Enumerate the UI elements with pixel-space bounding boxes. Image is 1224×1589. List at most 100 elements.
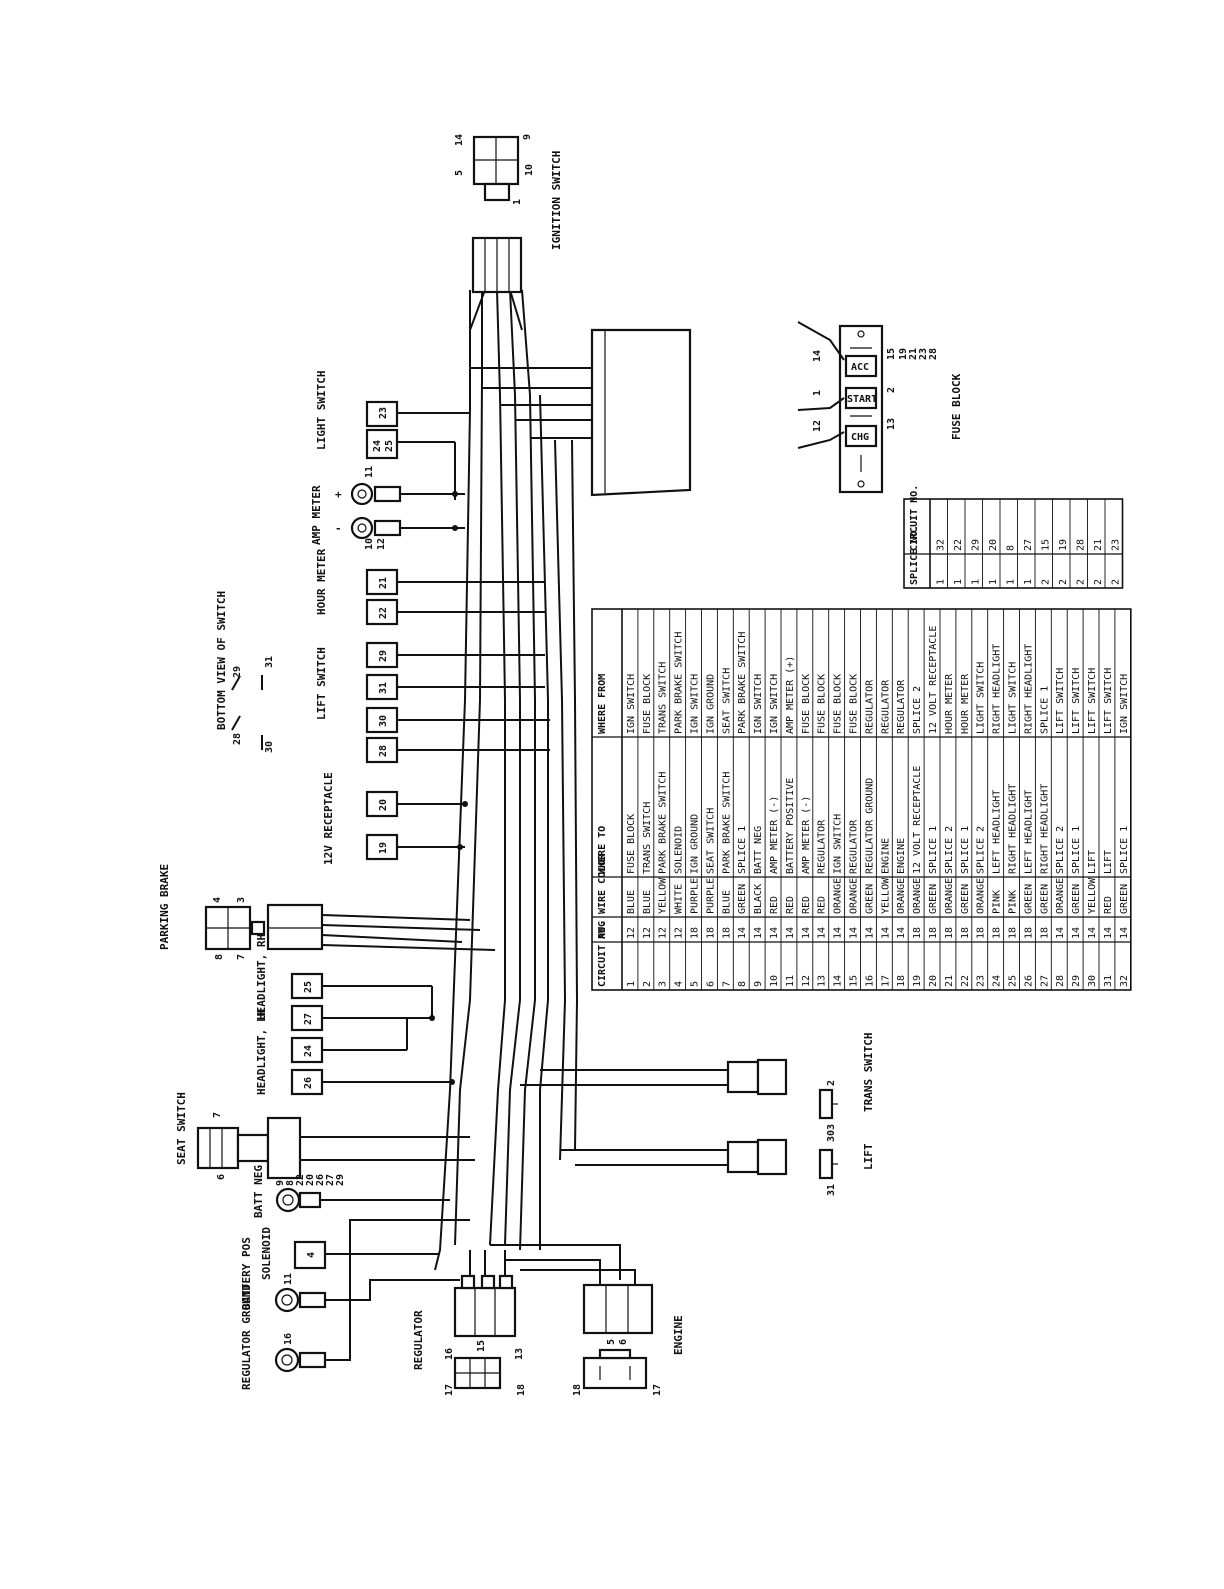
splice-table-cell: 1 xyxy=(971,579,982,585)
bottom-pin-29: 29 xyxy=(232,666,243,678)
receptacle-pin-19: 19 xyxy=(378,842,389,854)
circuit-table-cell: FUSE BLOCK xyxy=(801,674,812,734)
parking-brake: 8 4 3 7 PARKING BRAKE xyxy=(158,864,324,960)
circuit-table-cell: LIFT SWITCH xyxy=(1055,668,1066,734)
circuit-table-cell: 14 xyxy=(896,927,907,939)
batt-neg-pin-8: 8 xyxy=(285,1180,296,1186)
circuit-table-cell: 11 xyxy=(785,975,796,987)
circuit-table-cell: SPLICE 1 xyxy=(1119,826,1130,874)
light-pin-24: 24 xyxy=(372,440,383,452)
batt-neg-pin-29: 29 xyxy=(335,1174,346,1186)
lift-conn-pin-31: 31 xyxy=(826,1184,837,1196)
regulator-pin-17: 17 xyxy=(444,1384,455,1396)
circuit-table-cell: REGULATOR xyxy=(864,679,875,734)
amp-pin-12: 12 xyxy=(376,538,387,550)
fuse-pin-1: 1 xyxy=(812,390,823,396)
receptacle-12v: 20 19 12V RECEPTACLE xyxy=(322,772,399,865)
circuit-table-cell: YELLOW xyxy=(658,877,669,914)
circuit-table-cell: 14 xyxy=(1071,927,1082,939)
circuit-table-cell: RED xyxy=(769,896,780,914)
fuse-pin-13: 13 xyxy=(886,418,897,430)
circuit-table-cell: GREEN xyxy=(1039,884,1050,914)
receptacle-label: 12V RECEPTACLE xyxy=(322,772,335,865)
receptacle-pin-20: 20 xyxy=(378,799,389,811)
engine-label: ENGINE xyxy=(672,1315,685,1355)
splice-table-cell: 28 xyxy=(1076,539,1087,551)
circuit-table-cell: 22 xyxy=(960,975,971,987)
regulator-ground-label: REGULATOR GROUND xyxy=(240,1284,253,1390)
circuit-table-cell: LEFT HEADLIGHT xyxy=(992,790,1003,874)
circuit-table-cell: REGULATOR xyxy=(849,819,860,874)
circuit-table-cell: REGULATOR GROUND xyxy=(864,778,875,874)
fuse-acc-pin-23: 23 xyxy=(918,348,929,360)
amp-minus-sign: - xyxy=(335,522,342,535)
circuit-table-cell: ORANGE xyxy=(976,878,987,914)
circuit-table-cell: RIGHT HEADLIGHT xyxy=(1023,644,1034,734)
circuit-table-cell: 18 xyxy=(1008,927,1019,939)
ign-pin-9: 9 xyxy=(522,134,533,140)
parking-pin-8: 8 xyxy=(214,954,225,960)
circuit-table-cell: ORANGE xyxy=(833,878,844,914)
circuit-table-cell: LIFT SWITCH xyxy=(1071,668,1082,734)
splice-table-cell: 21 xyxy=(1093,539,1104,551)
circuit-table-cell: 12 xyxy=(642,927,653,939)
regulator-pin-15: 15 xyxy=(476,1340,487,1352)
circuit-table-cell: SPLICE 2 xyxy=(1055,826,1066,874)
circuit-table-cell: SOLENOID xyxy=(674,826,685,874)
circuit-table-cell: LIFT SWITCH xyxy=(1087,668,1098,734)
circuit-table-cell: 19 xyxy=(912,975,923,987)
circuit-table-header-0: CIRCUIT NO. xyxy=(597,921,608,987)
circuit-table-cell: 12 xyxy=(674,927,685,939)
parking-pin-7: 7 xyxy=(236,954,247,960)
circuit-table-cell: 18 xyxy=(705,927,716,939)
parking-pin-4: 4 xyxy=(212,897,223,903)
trans-pin-3: 3 xyxy=(826,1124,837,1130)
seat-pin-7: 7 xyxy=(212,1112,223,1118)
circuit-table-cell: 14 xyxy=(801,927,812,939)
circuit-table-cell: FUSE BLOCK xyxy=(849,674,860,734)
light-switch: 23 24 25 LIGHT SWITCH xyxy=(315,371,399,460)
circuit-table-cell: 12 xyxy=(801,975,812,987)
circuit-table-cell: 14 xyxy=(833,975,844,987)
circuit-table-cell: SPLICE 2 xyxy=(912,686,923,734)
circuit-table-cell: GREEN xyxy=(1071,884,1082,914)
batt-neg-pin-26: 26 xyxy=(315,1174,326,1186)
splice-table-cell: 1 xyxy=(988,579,999,585)
splice-table-cell: 2 xyxy=(1111,579,1122,585)
circuit-table-cell: 14 xyxy=(769,927,780,939)
lift-label: LIFT xyxy=(862,1143,875,1170)
circuit-table-cell: GREEN xyxy=(928,884,939,914)
circuit-table-cell: BLUE xyxy=(626,890,637,914)
splice-table-cell: 2 xyxy=(1058,579,1069,585)
circuit-table-cell: 2 xyxy=(642,981,653,987)
amp-plus-sign: + xyxy=(335,488,342,501)
circuit-table-cell: 18 xyxy=(976,927,987,939)
circuit-table-cell: BLUE xyxy=(721,890,732,914)
splice-table-cell: 15 xyxy=(1041,539,1052,551)
seat-pin-6: 6 xyxy=(216,1174,227,1180)
fuse-chg-label: CHG xyxy=(851,432,869,443)
ignition-switch-label: IGNITION SWITCH xyxy=(550,151,563,250)
circuit-table-cell: ORANGE xyxy=(944,878,955,914)
circuit-table-cell: REGULATOR xyxy=(880,679,891,734)
circuit-table-cell: SPLICE 2 xyxy=(944,826,955,874)
splice-table-cell: 20 xyxy=(988,539,999,551)
circuit-table-cell: SEAT SWITCH xyxy=(705,808,716,874)
circuit-table-cell: PINK xyxy=(1008,890,1019,914)
engine-pin-5: 5 xyxy=(606,1339,617,1345)
circuit-table-cell: ENGINE xyxy=(880,838,891,874)
regulator-ground: 16 REGULATOR GROUND xyxy=(240,1284,327,1390)
circuit-table-cell: PURPLE xyxy=(705,878,716,914)
circuit-table-cell: 12 VOLT RECEPTACLE xyxy=(928,626,939,734)
circuit-table-cell: HOUR METER xyxy=(960,673,971,734)
circuit-table-cell: ORANGE xyxy=(896,878,907,914)
lift-switch: 29 31 30 28 LIFT SWITCH xyxy=(315,641,399,764)
splice-table-cell: 2 xyxy=(1076,579,1087,585)
circuit-table-cell: 16 xyxy=(864,975,875,987)
circuit-table-cell: REGULATOR xyxy=(817,819,828,874)
circuit-table-header-2: WIRE COLOR xyxy=(597,853,608,914)
solenoid-pin-4: 4 xyxy=(306,1252,317,1258)
hour-meter: 21 22 HOUR METER xyxy=(315,548,399,626)
